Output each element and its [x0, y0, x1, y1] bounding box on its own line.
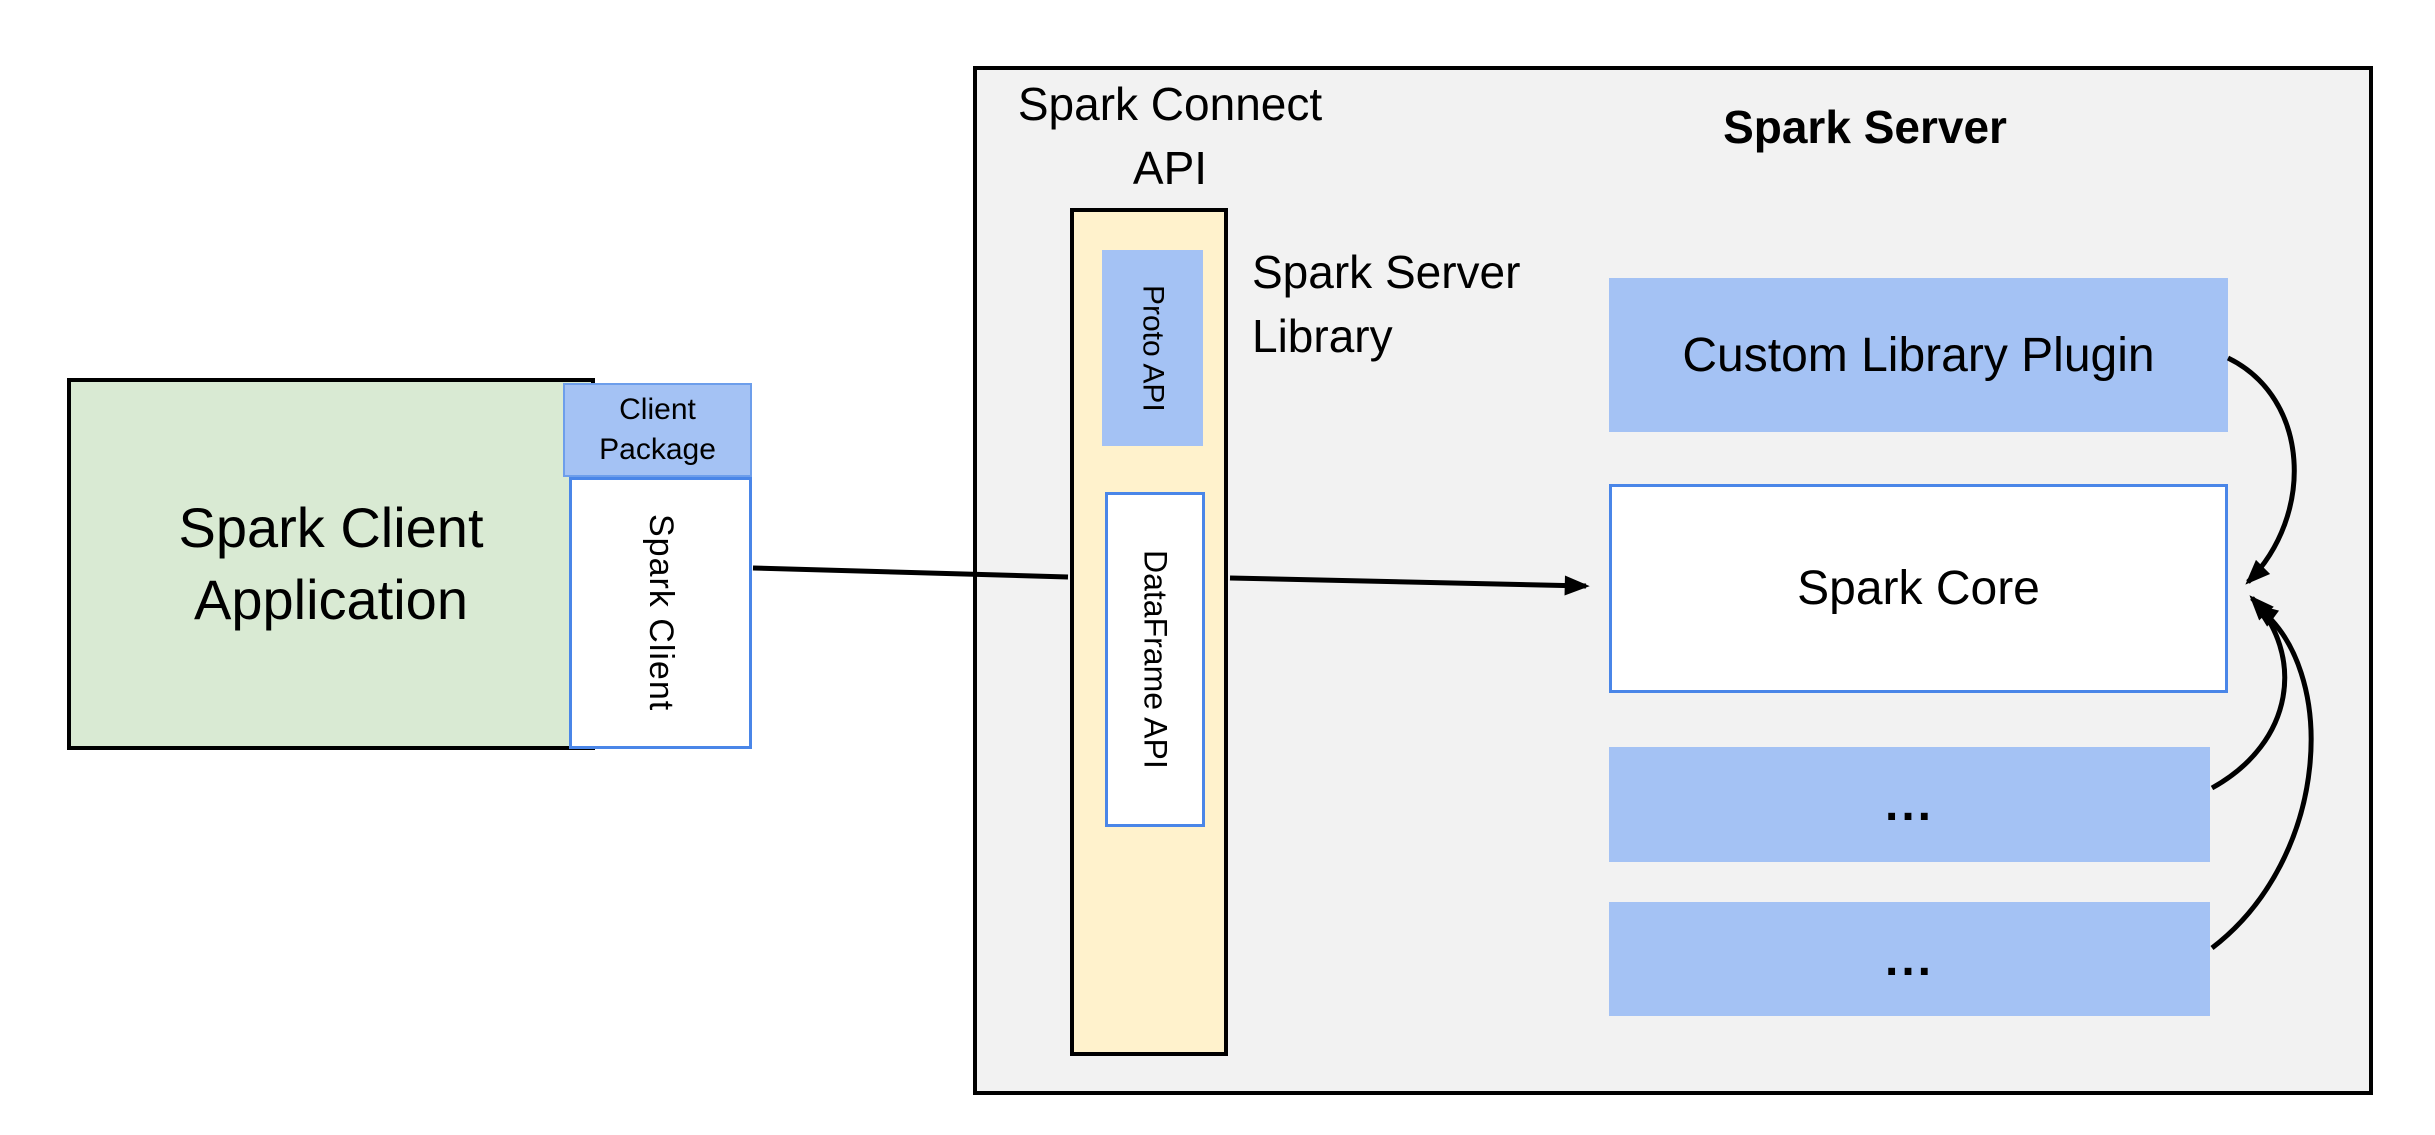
proto-api-label: Proto API	[1136, 284, 1170, 412]
spark-client-box: Spark Client	[569, 477, 752, 749]
dataframe-api-label: DataFrame API	[1137, 550, 1174, 769]
spark-server-library-label: Spark Server Library	[1252, 246, 1521, 362]
custom-library-plugin-label: Custom Library Plugin	[1682, 328, 2155, 382]
extension-box-1-label: ...	[1884, 778, 1934, 831]
dataframe-api-box: DataFrame API	[1105, 492, 1205, 827]
spark-client-label: Spark Client	[642, 514, 680, 712]
extension-box-2: ...	[1609, 902, 2210, 1016]
proto-api-box: Proto API	[1102, 250, 1203, 446]
extension-box-2-label: ...	[1884, 932, 1934, 986]
client-package-box: Client Package	[563, 383, 752, 477]
custom-library-plugin-box: Custom Library Plugin	[1609, 278, 2228, 432]
client-package-label: Client Package	[599, 393, 716, 466]
spark-core-label: Spark Core	[1797, 562, 2040, 615]
spark-core-box: Spark Core	[1609, 484, 2228, 693]
spark-client-application-box: Spark Client Application	[67, 378, 595, 750]
spark-client-application-label: Spark Client Application	[178, 496, 484, 631]
spark-server-title: Spark Server	[1723, 101, 2007, 153]
extension-box-1: ...	[1609, 747, 2210, 862]
spark-connect-api-label: Spark Connect API	[1017, 78, 1323, 194]
